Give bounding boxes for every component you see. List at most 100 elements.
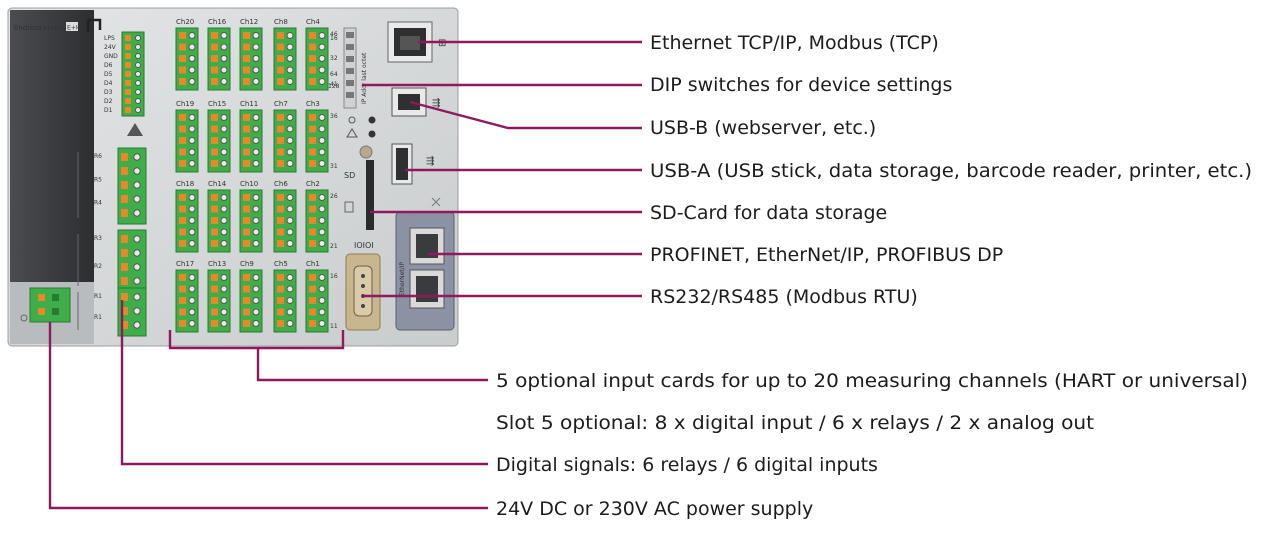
serial-label: IOIOI (354, 241, 374, 250)
relay-label: R3 (94, 235, 102, 242)
callout-usb-b: USB-B (webserver, etc.) (650, 117, 876, 139)
channel-number-top: 46 (330, 31, 338, 38)
channel-label: Ch14 (208, 180, 227, 188)
channel-label: Ch16 (208, 18, 227, 26)
usb-a-icon: ⇶ (426, 155, 434, 167)
alert-triangle-icon (346, 128, 358, 138)
status-led-2-icon (368, 116, 376, 124)
sd-label: SD (344, 171, 355, 180)
usb-b-port: ⇶ (391, 87, 440, 117)
channel-terminal (239, 109, 263, 173)
digital-io-label: D5 (104, 71, 113, 78)
digital-io-label: D4 (104, 80, 113, 87)
callout-fieldbus: PROFINET, EtherNet/IP, PROFIBUS DP (650, 244, 1003, 266)
channel-label: Ch18 (176, 180, 194, 188)
channel-number-top: 16 (330, 273, 338, 280)
channel-terminal (175, 189, 199, 253)
relay-label: R1 (94, 314, 102, 321)
relay-label: R6 (94, 153, 102, 160)
close-mark-icon (431, 197, 441, 207)
channel-label: Ch6 (274, 180, 288, 188)
channel-terminal (305, 27, 329, 91)
dip-value-128: 128 (328, 83, 340, 90)
callout-power: 24V DC or 230V AC power supply (496, 498, 813, 520)
callout-dip: DIP switches for device settings (650, 74, 952, 96)
channel-label: Ch19 (176, 100, 194, 108)
power-terminal (20, 287, 71, 323)
status-led-3-icon (368, 130, 376, 138)
dip-value-16: 16 (330, 35, 338, 42)
callout-serial: RS232/RS485 (Modbus RTU) (650, 286, 918, 308)
relay-label: R4 (94, 200, 102, 207)
channel-number-top: 26 (330, 193, 338, 200)
channel-label: Ch20 (176, 18, 194, 26)
serial-port: IOIOI (345, 241, 381, 331)
channel-terminal (273, 189, 297, 253)
channel-terminal (273, 269, 297, 333)
left-side-panel (10, 10, 94, 292)
reset-button-icon (359, 145, 373, 159)
channel-number-bottom: 31 (330, 163, 338, 170)
dip-switches: IP Addr last octet 16 32 64 128 (328, 27, 368, 109)
device-body: Endress+Hauser E+H LPS24VGNDD6D5D4D3D2D1… (7, 7, 459, 347)
channel-terminal (273, 109, 297, 173)
network-icon: ⊞ (438, 38, 446, 49)
brand-badge (66, 22, 78, 31)
channel-label: Ch4 (306, 18, 320, 26)
channel-label: Ch12 (240, 18, 258, 26)
relay-label: R2 (94, 263, 102, 270)
channel-terminal (207, 27, 231, 91)
channel-label: Ch2 (306, 180, 320, 188)
fieldbus-module: EtherNet/IP (395, 197, 455, 331)
callout-usb-a: USB-A (USB stick, data storage, barcode … (650, 160, 1252, 182)
callout-slot5: Slot 5 optional: 8 x digital input / 6 x… (496, 412, 1094, 434)
channel-label: Ch17 (176, 260, 194, 268)
dip-value-32: 32 (330, 55, 338, 62)
leader-input-cards (168, 330, 488, 382)
channel-terminal (273, 27, 297, 91)
channel-number-bottom: 11 (330, 323, 338, 330)
relay-label: R5 (94, 176, 102, 183)
digital-io-label: D6 (104, 62, 113, 69)
channel-label: Ch10 (240, 180, 258, 188)
dip-value-64: 64 (330, 71, 338, 78)
channel-terminal (305, 189, 329, 253)
channel-terminal (305, 269, 329, 333)
channel-label: Ch5 (274, 260, 288, 268)
digital-io-label: D3 (104, 89, 113, 96)
channel-label: Ch15 (208, 100, 226, 108)
channel-label: Ch13 (208, 260, 226, 268)
digital-io-label: GND (104, 53, 118, 60)
dip-caption: IP Addr last octet (361, 52, 368, 104)
relay-label: R1 (94, 293, 102, 300)
callout-labels: Ethernet TCP/IP, Modbus (TCP) DIP switch… (496, 32, 1252, 520)
channel-label: Ch11 (240, 100, 258, 108)
channel-label: Ch9 (240, 260, 254, 268)
callout-input-cards: 5 optional input cards for up to 20 meas… (496, 370, 1248, 392)
channel-terminal (207, 109, 231, 173)
leader-usb-b (409, 100, 642, 130)
channel-number-bottom: 41 (330, 81, 338, 88)
callout-sd: SD-Card for data storage (650, 202, 887, 224)
brand-label: Endress+Hauser (14, 24, 72, 32)
channel-number-top: 36 (330, 113, 338, 120)
module-label: EtherNet/IP (399, 262, 406, 296)
channel-label: Ch7 (274, 100, 288, 108)
channel-terminal (239, 269, 263, 333)
usb-b-icon: ⇶ (432, 97, 440, 109)
channel-terminal (207, 269, 231, 333)
channel-terminal (175, 27, 199, 91)
channel-label: Ch3 (306, 100, 320, 108)
channel-terminal (239, 27, 263, 91)
channel-terminal (175, 109, 199, 173)
status-led-icon (348, 116, 356, 124)
warning-triangle-icon (127, 123, 143, 136)
channel-label: Ch8 (274, 18, 288, 26)
channel-terminal (207, 189, 231, 253)
brand-badge-text: E+H (67, 25, 80, 32)
callout-digital-signals: Digital signals: 6 relays / 6 digital in… (496, 454, 878, 476)
